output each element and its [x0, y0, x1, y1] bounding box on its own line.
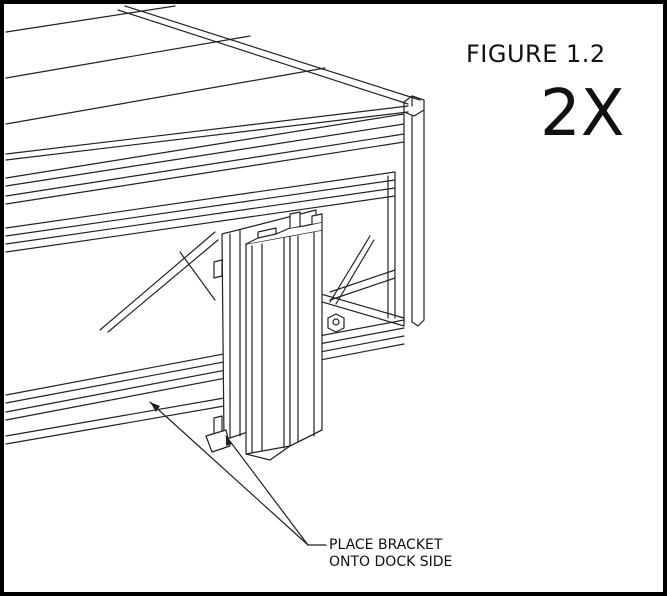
callout-line-1: PLACE BRACKET — [329, 537, 443, 553]
callout-leaders — [149, 401, 327, 546]
bracket — [205, 209, 323, 461]
callout-line-2: ONTO DOCK SIDE — [329, 554, 453, 570]
dock-deck — [5, 5, 425, 161]
callout-text: PLACE BRACKET ONTO DOCK SIDE — [329, 537, 452, 571]
dock-side-frame — [5, 109, 425, 445]
figure-label: FIGURE 1.2 — [466, 40, 606, 68]
quantity-label: 2X — [540, 77, 625, 151]
